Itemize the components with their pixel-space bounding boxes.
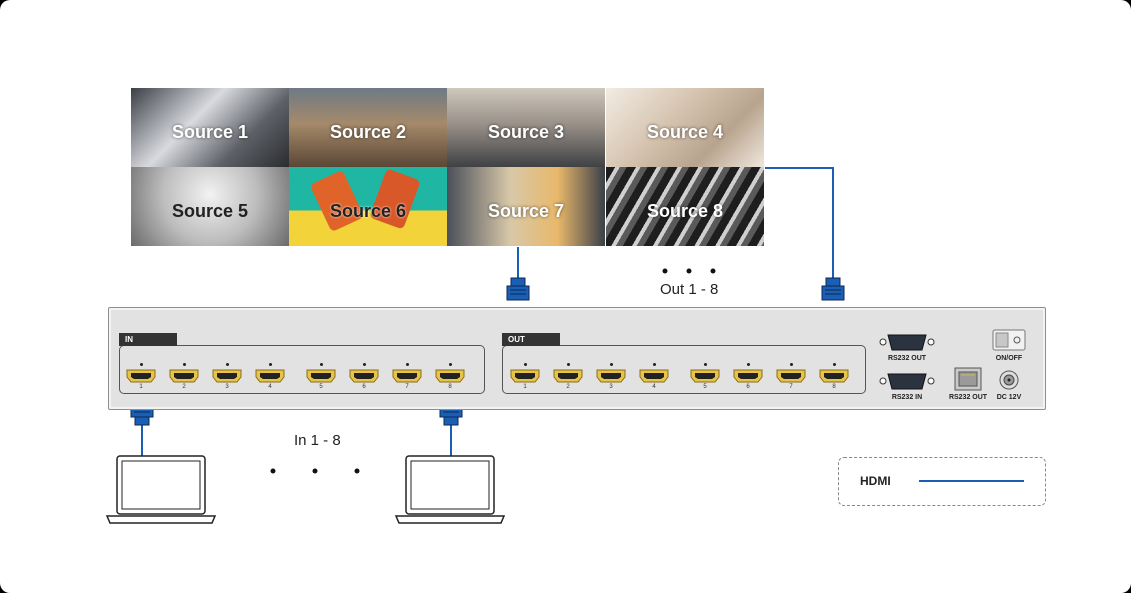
port-number: 5 <box>319 384 323 390</box>
ellipsis-dot <box>710 268 716 274</box>
port-number: 8 <box>448 384 452 390</box>
port-number: 1 <box>523 384 527 390</box>
legend-box: HDMI <box>838 457 1046 506</box>
power-switch-label: ON/OFF <box>995 355 1023 362</box>
rs232-out-label: RS232 OUT <box>887 355 927 362</box>
source-tile-1: Source 1 <box>131 88 289 167</box>
port-number: 2 <box>182 384 186 390</box>
port-number: 2 <box>566 384 570 390</box>
input-hdmi-port-8 <box>435 369 465 383</box>
output-hdmi-port-8 <box>819 369 849 383</box>
ellipsis-dot <box>270 468 276 474</box>
port-number: 3 <box>609 384 613 390</box>
ellipsis-dot <box>686 268 692 274</box>
port-led <box>269 363 272 366</box>
power-switch-icon <box>992 329 1026 351</box>
output-panel-label: OUT <box>502 333 560 346</box>
source-tile-3: Source 3 <box>447 88 605 167</box>
port-led <box>567 363 570 366</box>
port-number: 7 <box>405 384 409 390</box>
hdmi-cable-out-8 <box>765 167 834 282</box>
input-hdmi-port-3 <box>212 369 242 383</box>
input-panel: IN <box>119 333 485 394</box>
port-led <box>747 363 750 366</box>
output-hdmi-port-1 <box>510 369 540 383</box>
output-hdmi-port-3 <box>596 369 626 383</box>
dc-input-label: DC 12V <box>996 394 1022 401</box>
output-hdmi-port-2 <box>553 369 583 383</box>
source-tile-7: Source 7 <box>447 167 605 246</box>
source-label: Source 5 <box>171 201 249 221</box>
port-led <box>406 363 409 366</box>
source-label: Source 2 <box>329 122 407 142</box>
dc-jack-icon <box>999 370 1019 390</box>
source-tile-4: Source 4 <box>606 88 764 167</box>
port-number: 1 <box>139 384 143 390</box>
laptop-icon <box>394 455 506 524</box>
source-label: Source 6 <box>329 201 407 221</box>
port-led <box>790 363 793 366</box>
port-number: 8 <box>832 384 836 390</box>
port-led <box>704 363 707 366</box>
port-led <box>833 363 836 366</box>
source-tile-2: Source 2 <box>289 88 447 167</box>
source-tile-8: Source 8 <box>606 167 764 246</box>
port-number: 4 <box>652 384 656 390</box>
rs232-in-label: RS232 IN <box>891 394 923 401</box>
out-range-caption: Out 1 - 8 <box>660 281 719 298</box>
port-number: 3 <box>225 384 229 390</box>
db9-port-icon <box>879 373 935 390</box>
input-hdmi-port-5 <box>306 369 336 383</box>
ellipsis-dot <box>354 468 360 474</box>
rs232-out-rj45-label: RS232 OUT <box>948 394 988 401</box>
source-label: Source 1 <box>171 122 249 142</box>
source-label: Source 4 <box>646 122 724 142</box>
port-number: 5 <box>703 384 707 390</box>
port-led <box>610 363 613 366</box>
port-number: 6 <box>746 384 750 390</box>
output-panel: OUT <box>502 333 866 394</box>
source-tile-5: Source 5 <box>131 167 289 246</box>
output-hdmi-port-7 <box>776 369 806 383</box>
port-number: 6 <box>362 384 366 390</box>
output-hdmi-port-5 <box>690 369 720 383</box>
input-hdmi-port-1 <box>126 369 156 383</box>
hdmi-connector-icon <box>506 277 530 301</box>
laptop-icon <box>105 455 217 524</box>
input-hdmi-port-7 <box>392 369 422 383</box>
port-led <box>524 363 527 366</box>
port-led <box>363 363 366 366</box>
port-number: 7 <box>789 384 793 390</box>
rear-connectors-layer <box>879 329 1026 391</box>
input-hdmi-port-2 <box>169 369 199 383</box>
port-led <box>226 363 229 366</box>
port-number: 4 <box>268 384 272 390</box>
port-led <box>449 363 452 366</box>
output-hdmi-port-6 <box>733 369 763 383</box>
input-panel-label: IN <box>119 333 177 346</box>
in-range-caption: In 1 - 8 <box>294 432 341 449</box>
input-hdmi-port-6 <box>349 369 379 383</box>
port-led <box>140 363 143 366</box>
source-tile-6: Source 6 <box>289 167 447 246</box>
ellipsis-dot <box>662 268 668 274</box>
hdmi-connector-icon <box>821 277 845 301</box>
ellipsis-dot <box>312 468 318 474</box>
output-hdmi-port-4 <box>639 369 669 383</box>
port-led <box>183 363 186 366</box>
source-label: Source 3 <box>487 122 565 142</box>
matrix-switcher-rear-panel: IN OUT 1 2 3 4 5 6 7 8 1 2 3 4 5 6 7 8 <box>108 307 1046 410</box>
port-led <box>653 363 656 366</box>
port-led <box>320 363 323 366</box>
input-hdmi-port-4 <box>255 369 285 383</box>
legend-hdmi-label: HDMI <box>860 474 891 488</box>
source-label: Source 7 <box>487 201 565 221</box>
rj45-port-icon <box>954 367 982 391</box>
db9-port-icon <box>879 334 935 351</box>
source-label: Source 8 <box>646 201 724 221</box>
